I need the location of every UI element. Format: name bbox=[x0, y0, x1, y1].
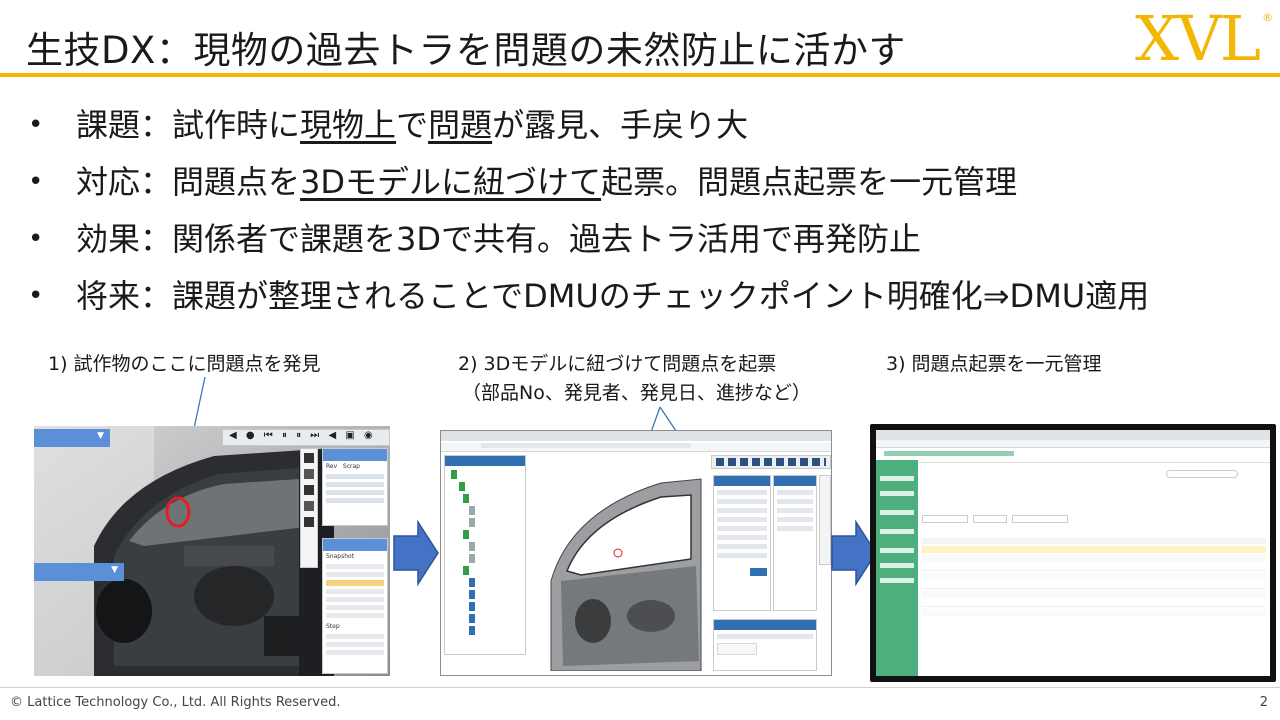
viewer-dropdown-top[interactable]: ▼ bbox=[34, 429, 110, 447]
slide-title: 生技DX：現物の過去トラを問題の未然防止に活かす bbox=[26, 29, 906, 72]
door-3d-model bbox=[550, 478, 702, 671]
bullet-list: 課題：試作時に現物上で問題が露見、手戻り大 対応：問題点を3Dモデルに紐づけて起… bbox=[24, 98, 1264, 326]
bullet-future: 将来：課題が整理されることでDMUのチェックポイント明確化⇒DMU適用 bbox=[24, 269, 1264, 326]
issue-management-panel bbox=[870, 424, 1276, 682]
caption-step3: 3) 問題点起票を一元管理 bbox=[886, 353, 1102, 375]
issue-table bbox=[922, 538, 1266, 618]
browser-addressbar bbox=[441, 443, 831, 452]
browser-tabbar bbox=[441, 431, 831, 441]
caption-step2-detail: （部品No、発見者、発見日、進捗など） bbox=[462, 382, 811, 404]
issue-detail-panel bbox=[713, 619, 817, 671]
bullet-issue: 課題：試作時に現物上で問題が露見、手戻り大 bbox=[24, 98, 1264, 155]
filter-row bbox=[922, 508, 1092, 523]
viewer-toolbar-3d bbox=[711, 455, 831, 469]
search-bar[interactable] bbox=[1166, 470, 1238, 478]
part-tree-panel bbox=[444, 455, 526, 655]
page-number: 2 bbox=[1259, 695, 1268, 710]
browser-addressbar bbox=[876, 440, 1270, 448]
issue-form-panel bbox=[713, 475, 771, 611]
issue-list-panel bbox=[773, 475, 817, 611]
viewer-side-icons bbox=[819, 475, 831, 565]
viewer-toolbar: ◀ ● ⏮ ⏸ ⏸ ⏭ ◀ ▣ ◉ bbox=[222, 429, 390, 446]
chevron-down-icon: ▼ bbox=[97, 431, 104, 441]
viewer-app-panel bbox=[440, 430, 832, 676]
caption-step2: 2) 3Dモデルに紐づけて問題点を起票 bbox=[458, 353, 777, 375]
title-underline bbox=[0, 73, 1280, 77]
copyright-text: © Lattice Technology Co., Ltd. All Right… bbox=[10, 695, 341, 710]
chevron-down-icon: ▼ bbox=[111, 565, 118, 575]
flow-arrow-2 bbox=[831, 519, 877, 587]
app-header bbox=[876, 451, 1270, 463]
xvl-logo: XVL® bbox=[1135, 2, 1274, 75]
registered-mark: ® bbox=[1262, 11, 1274, 24]
caption-step1: 1) 試作物のここに問題点を発見 bbox=[48, 353, 321, 375]
viewer-panel-top: Rev Scrap bbox=[322, 448, 388, 526]
footer-divider bbox=[0, 687, 1280, 688]
bullet-response: 対応：問題点を3Dモデルに紐づけて起票。問題点起票を一元管理 bbox=[24, 155, 1264, 212]
bullet-effect: 効果：関係者で課題を3Dで共有。過去トラ活用で再発防止 bbox=[24, 212, 1264, 269]
flow-arrow-1 bbox=[393, 519, 439, 587]
viewer-panel-bottom: Snapshot Step bbox=[322, 538, 388, 674]
photo-panel: ▼ ▼ ◀ ● ⏮ ⏸ ⏸ ⏭ ◀ ▣ ◉ Rev Scrap Snapshot… bbox=[34, 426, 390, 676]
viewer-dropdown-mid[interactable]: ▼ bbox=[34, 563, 124, 581]
viewer-side-toolbar bbox=[300, 448, 318, 568]
browser-tabbar bbox=[876, 430, 1270, 440]
play-controls-icon[interactable]: ◀ ● ⏮ ⏸ ⏸ ⏭ ◀ ▣ ◉ bbox=[229, 430, 376, 441]
app-sidebar bbox=[876, 460, 918, 676]
